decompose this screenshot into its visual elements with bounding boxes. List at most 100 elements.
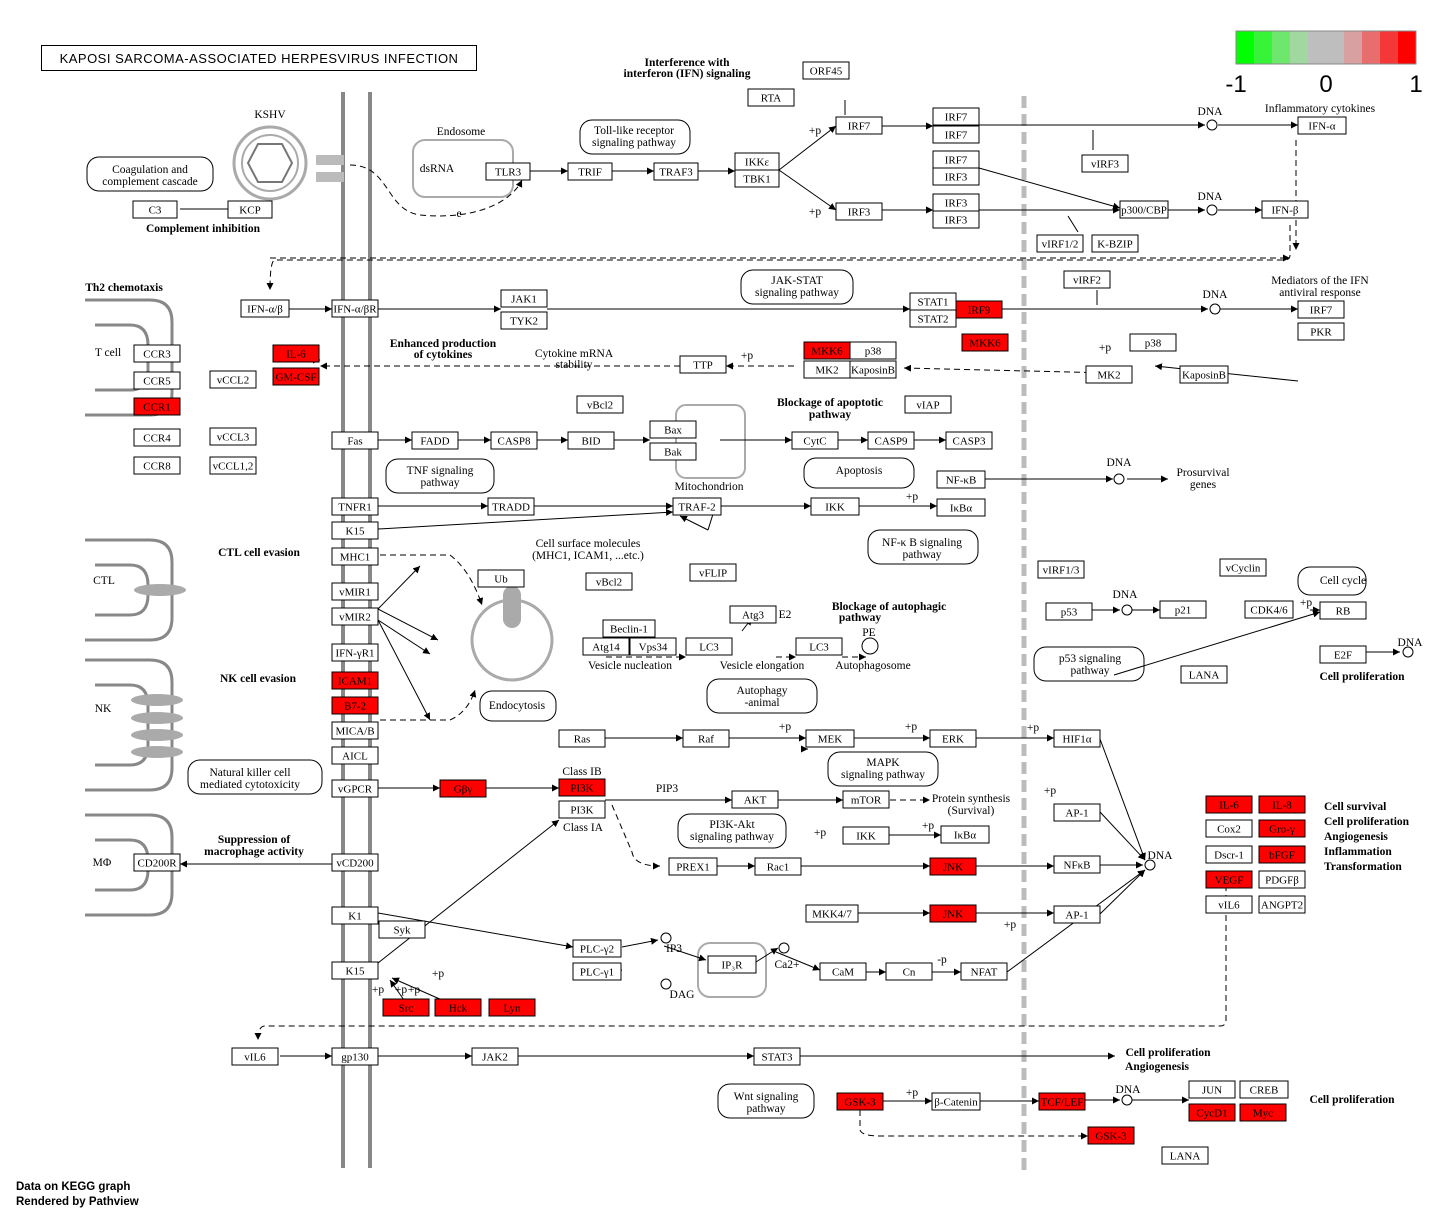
gene-node[interactable]: JUN [1188,1080,1236,1099]
gene-node[interactable]: PKR [1297,322,1345,341]
gene-node[interactable]: K15 [331,961,379,980]
gene-node[interactable]: HIF1α [1053,729,1101,748]
gene-node[interactable]: NFAT [960,962,1008,981]
gene-node[interactable]: vIRF2 [1063,270,1111,289]
gene-node[interactable]: GSK-3 [1087,1126,1135,1145]
gene-node[interactable]: vIL6 [231,1047,279,1066]
gene-node[interactable]: RTA [747,88,795,107]
gene-node[interactable]: TNFR1 [331,497,379,516]
gene-node[interactable]: Dscr-1 [1205,845,1253,864]
gene-node[interactable]: Src [382,998,430,1017]
gene-node[interactable]: TYK2 [500,311,548,330]
gene-node[interactable]: IκBα [936,498,986,517]
gene-node[interactable]: vMIR2 [331,607,379,626]
gene-node[interactable]: Cox2 [1205,819,1253,838]
gene-node[interactable]: RB [1319,601,1367,620]
gene-node[interactable]: Myc [1239,1103,1287,1122]
gene-node[interactable]: Atg14 [582,637,630,656]
gene-node[interactable]: TRIF [567,162,613,181]
gene-node[interactable]: vIAP [904,395,952,414]
gene-node[interactable]: Bak [649,442,697,461]
gene-node[interactable]: TRAF3 [653,162,699,181]
gene-node[interactable]: Fas [331,431,379,450]
gene-node[interactable]: IFN-α/βR [331,299,379,318]
gene-node[interactable]: vCCL1,2 [209,456,257,475]
gene-node[interactable]: C3 [132,200,178,219]
gene-node[interactable]: vCCL2 [209,370,257,389]
gene-node[interactable]: vIRF1/2 [1036,234,1084,253]
gene-node[interactable]: IFN-γR1 [331,643,379,662]
gene-node[interactable]: MEK [805,729,855,748]
gene-node[interactable]: LANA [1161,1146,1209,1165]
gene-node[interactable]: CytC [791,431,839,450]
gene-node[interactable]: TBK1 [734,169,780,188]
gene-node[interactable]: GSK-3 [836,1092,884,1111]
gene-node[interactable]: Gro-γ [1258,819,1306,838]
gene-node[interactable]: CCR8 [133,456,181,475]
gene-node[interactable]: MICA/B [331,721,379,740]
gene-node[interactable]: vCCL3 [209,427,257,446]
gene-node[interactable]: TRAF-2 [672,497,722,516]
gene-node[interactable]: gp130 [331,1047,379,1066]
gene-node[interactable]: vBcl2 [576,395,624,414]
gene-node[interactable]: STAT3 [753,1047,801,1066]
gene-node[interactable]: vMIR1 [331,582,379,601]
gene-node[interactable]: STAT1 [909,292,957,311]
gene-node[interactable]: BID [567,431,615,450]
gene-node[interactable]: β-Catenin [931,1092,981,1111]
gene-node[interactable]: IκBα [940,825,990,844]
gene-node[interactable]: ERK [929,729,977,748]
gene-node[interactable]: IFN-α [1297,116,1347,135]
gene-node[interactable]: IRF7 [1297,300,1345,319]
gene-node[interactable]: PDGFβ [1258,870,1306,889]
gene-node[interactable]: Ub [477,569,525,588]
gene-node[interactable]: IRF7 [932,107,980,126]
gene-node[interactable]: vBcl2 [585,572,633,591]
gene-node[interactable]: ANGPT2 [1258,895,1306,914]
gene-node[interactable]: AKT [731,790,779,809]
gene-node[interactable]: p38 [849,341,897,360]
gene-node[interactable]: bFGF [1258,845,1306,864]
gene-node[interactable]: vIL6 [1205,895,1253,914]
gene-node[interactable]: CASP9 [867,431,915,450]
gene-node[interactable]: IFN-α/β [240,299,290,318]
gene-node[interactable]: TCF/LEF [1038,1092,1086,1111]
gene-node[interactable]: IL-6 [272,344,320,363]
gene-node[interactable]: MKK6 [961,333,1009,352]
gene-node[interactable]: CCR1 [133,397,181,416]
gene-node[interactable]: JNK [929,904,977,923]
gene-node[interactable]: IRF7 [835,116,883,135]
gene-node[interactable]: Gβγ [439,779,487,798]
gene-node[interactable]: JNK [929,857,977,876]
gene-node[interactable]: IKK [810,497,860,516]
gene-node[interactable]: GM-CSF [272,367,320,386]
gene-node[interactable]: AICL [331,746,379,765]
gene-node[interactable]: IL-8 [1258,795,1306,814]
gene-node[interactable]: TLR3 [485,162,531,181]
gene-node[interactable]: IKK [842,826,890,845]
gene-node[interactable]: ORF45 [802,61,850,80]
gene-node[interactable]: Atg3 [729,605,777,624]
gene-node[interactable]: JAK1 [500,289,548,308]
gene-node[interactable]: vCyclin [1219,558,1267,577]
gene-node[interactable]: vFLIP [689,563,737,582]
gene-node[interactable]: AP-1 [1053,905,1101,924]
gene-node[interactable]: VEGF [1205,870,1253,889]
gene-node[interactable]: IL-6 [1205,795,1253,814]
gene-node[interactable]: LANA [1180,665,1228,684]
gene-node[interactable]: ICAM1 [331,671,379,690]
gene-node[interactable]: IRF3 [932,167,980,186]
gene-node[interactable]: Raf [682,729,730,748]
gene-node[interactable]: MKK4/7 [805,904,859,923]
gene-node[interactable]: MHC1 [331,547,379,566]
gene-node[interactable]: NFκB [1053,855,1101,874]
gene-node[interactable]: TTP [679,355,727,374]
gene-node[interactable]: p53 [1045,602,1093,621]
gene-node[interactable]: NF-κB [936,470,986,489]
gene-node[interactable]: CD200R [133,853,181,872]
gene-node[interactable]: K-BZIP [1091,234,1139,253]
gene-node[interactable]: STAT2 [909,309,957,328]
gene-node[interactable]: Rac1 [754,857,802,876]
gene-node[interactable]: IRF3 [835,202,883,221]
gene-node[interactable]: CDK4/6 [1244,600,1294,619]
